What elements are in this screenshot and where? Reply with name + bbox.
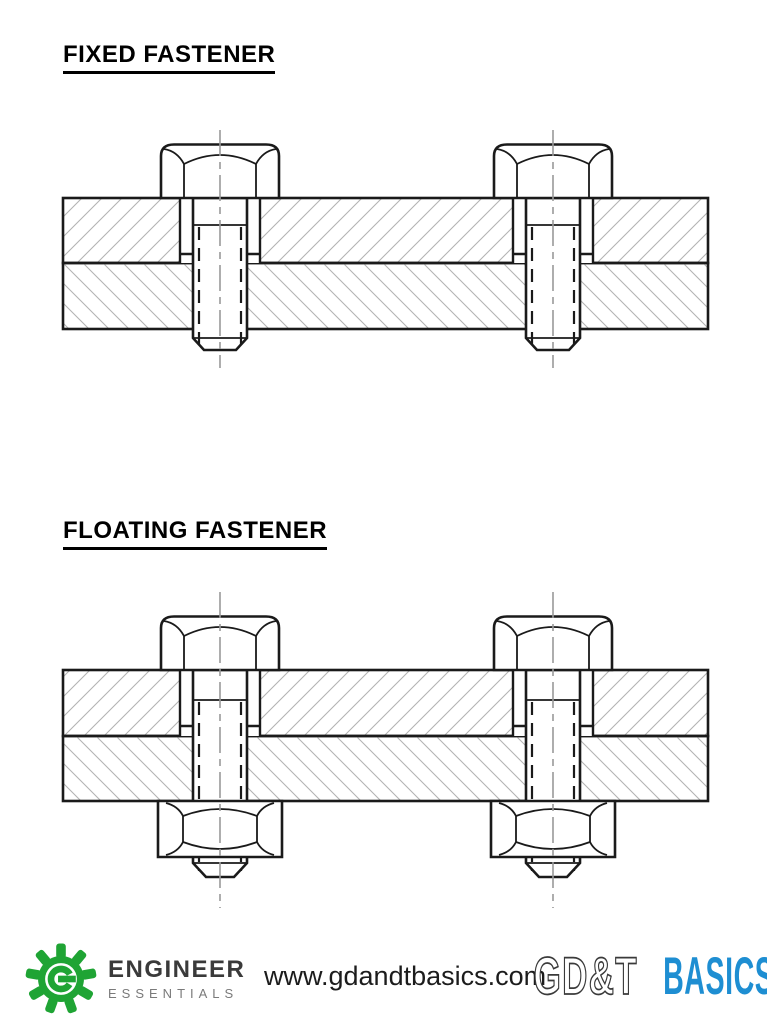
top-plate [61,668,710,738]
floating-fastener-diagram [61,592,710,908]
fixed-fastener-title: FIXED FASTENER [63,41,276,74]
engineer-label: ENGINEER [108,956,246,984]
basics-text: BASICS [663,950,767,1006]
bottom-plate [61,734,710,803]
essentials-label: ESSENTIALS [108,985,239,1001]
floating-fastener-title: FLOATING FASTENER [63,517,328,550]
bottom-plate [61,261,710,331]
centerlines [219,130,554,368]
top-plate [61,196,710,265]
footer: ENGINEER ESSENTIALS www.gdandtbasics.com… [0,930,768,1015]
gear-icon [25,943,97,1014]
website-url: www.gdandtbasics.com [264,961,547,991]
gdt-basics-logo: GD&T BASICS [533,950,767,1006]
gdt-outline-text: GD&T [534,950,638,1006]
centerlines [219,592,554,908]
engineer-essentials-logo: ENGINEER ESSENTIALS [24,942,245,1015]
fixed-fastener-diagram [61,130,710,368]
